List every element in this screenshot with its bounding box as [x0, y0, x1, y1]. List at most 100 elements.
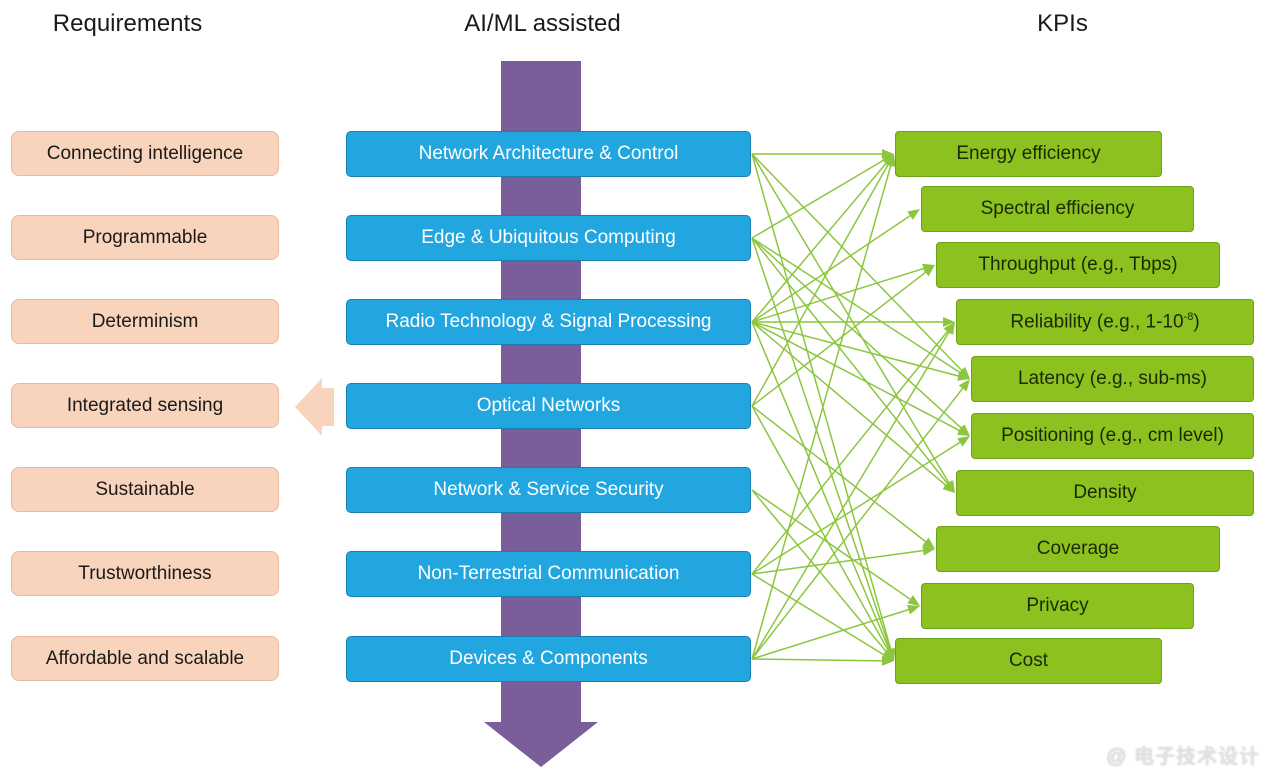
connector-arrowhead [957, 371, 970, 381]
connector-arrowhead [907, 595, 920, 606]
connector-line [751, 441, 961, 575]
kpi-label: Spectral efficiency [981, 198, 1135, 220]
connector-line [751, 237, 961, 374]
requirement-box: Sustainable [11, 467, 279, 512]
kpi-label: Energy efficiency [956, 143, 1100, 165]
kpi-box: Coverage [936, 526, 1220, 572]
technology-box: Non-Terrestrial Communication [346, 551, 751, 597]
kpi-label-text: Privacy [1026, 595, 1089, 616]
connector-arrowhead [957, 436, 970, 447]
connector-arrowhead [943, 317, 955, 327]
connector-arrowhead [922, 537, 935, 549]
kpi-label: Privacy [1026, 595, 1088, 617]
kpi-box: Throughput (e.g., Tbps) [936, 242, 1220, 288]
connector-line [751, 405, 889, 651]
connector-arrowhead [922, 265, 935, 277]
technology-label: Devices & Components [449, 648, 648, 669]
kpi-label: Latency (e.g., sub-ms) [1018, 368, 1207, 390]
connector-arrowhead [942, 481, 955, 493]
requirement-label: Trustworthiness [78, 562, 212, 584]
connector-arrowhead [922, 545, 935, 556]
kpi-box: Spectral efficiency [921, 186, 1194, 232]
connector-line [751, 237, 962, 429]
connector-arrowhead [907, 209, 920, 220]
kpi-label: Positioning (e.g., cm level) [1001, 425, 1224, 447]
connector-arrowhead [944, 322, 955, 335]
kpi-label: Reliability (e.g., 1-10-8) [1010, 311, 1199, 333]
connector-line [751, 165, 892, 660]
requirement-box: Determinism [11, 299, 279, 344]
connector-line [751, 321, 959, 377]
connector-line [751, 330, 949, 575]
requirement-label: Determinism [91, 310, 199, 332]
kpi-label: Density [1073, 482, 1136, 504]
connector-line [751, 271, 926, 407]
connector-line [751, 489, 887, 653]
requirements-header: Requirements [52, 10, 203, 37]
kpi-label-text: Coverage [1036, 538, 1120, 559]
connector-line [751, 267, 924, 323]
connector-line [751, 321, 891, 651]
kpi-label-text: Reliability (e.g., 1-10 [1010, 311, 1184, 333]
connector-line [751, 489, 911, 600]
watermark: @ 电子技术设计 [1106, 746, 1260, 768]
technology-label: Network Architecture & Control [418, 143, 679, 164]
technology-label: Optical Networks [476, 395, 621, 416]
kpi-box: Latency (e.g., sub-ms) [971, 356, 1254, 402]
requirement-box: Programmable [11, 215, 279, 260]
integrated-sensing-arrow [295, 378, 334, 436]
connector-line [751, 153, 892, 650]
kpi-label-text: Spectral efficiency [980, 198, 1135, 219]
requirement-label: Programmable [82, 226, 208, 248]
kpi-box: Cost [895, 638, 1162, 684]
connector-line [751, 162, 887, 323]
requirement-box: Trustworthiness [11, 551, 279, 596]
kpi-box: Energy efficiency [895, 131, 1162, 177]
requirement-box: Connecting intelligence [11, 131, 279, 176]
requirement-label: Connecting intelligence [46, 142, 244, 164]
connector-line [751, 164, 889, 407]
connector-line [751, 237, 949, 485]
connector-line [751, 608, 909, 660]
kpi-label-superscript: -8 [1183, 310, 1194, 323]
technology-box: Devices & Components [346, 636, 751, 682]
technology-label: Edge & Ubiquitous Computing [421, 227, 676, 248]
connector-arrowhead [957, 426, 970, 436]
requirement-label: Integrated sensing [66, 394, 224, 416]
connector-arrowhead [885, 154, 896, 167]
requirement-label: Sustainable [95, 478, 195, 500]
connector-line [751, 549, 924, 575]
technology-label: Radio Technology & Signal Processing [385, 311, 712, 332]
kpi-label-text: Throughput (e.g., Tbps) [978, 254, 1178, 275]
ai-ml-header: AI/ML assisted [464, 10, 621, 37]
kpi-label-text: Positioning (e.g., cm level) [1001, 425, 1224, 446]
connector-line [751, 321, 960, 432]
connector-arrowhead [958, 379, 970, 392]
kpi-label-text: Cost [1008, 650, 1049, 671]
kpi-label: Cost [1009, 650, 1048, 672]
connector-line [751, 573, 885, 656]
technology-label: Non-Terrestrial Communication [417, 563, 680, 584]
connector-line [751, 215, 911, 323]
connector-line [751, 388, 964, 660]
connector-line [751, 658, 883, 662]
kpi-label: Throughput (e.g., Tbps) [978, 254, 1177, 276]
connector-line [751, 331, 950, 660]
connector-arrowhead [907, 604, 920, 615]
kpi-label-text: Density [1073, 482, 1137, 503]
kpi-label-suffix: ) [1193, 311, 1200, 333]
connector-line [751, 153, 963, 371]
connector-lines [751, 149, 970, 666]
left-arrow-shape [295, 378, 334, 436]
technology-box: Network & Service Security [346, 467, 751, 513]
connector-line [751, 405, 927, 543]
technology-box: Network Architecture & Control [346, 131, 751, 177]
connector-line [751, 153, 950, 484]
technology-box: Radio Technology & Signal Processing [346, 299, 751, 345]
requirement-label: Affordable and scalable [45, 647, 245, 669]
kpi-label-text: Energy efficiency [956, 143, 1101, 164]
kpi-box: Positioning (e.g., cm level) [971, 413, 1254, 459]
technology-label: Network & Service Security [433, 479, 664, 500]
requirement-box: Affordable and scalable [11, 636, 279, 681]
connector-line [751, 159, 885, 239]
